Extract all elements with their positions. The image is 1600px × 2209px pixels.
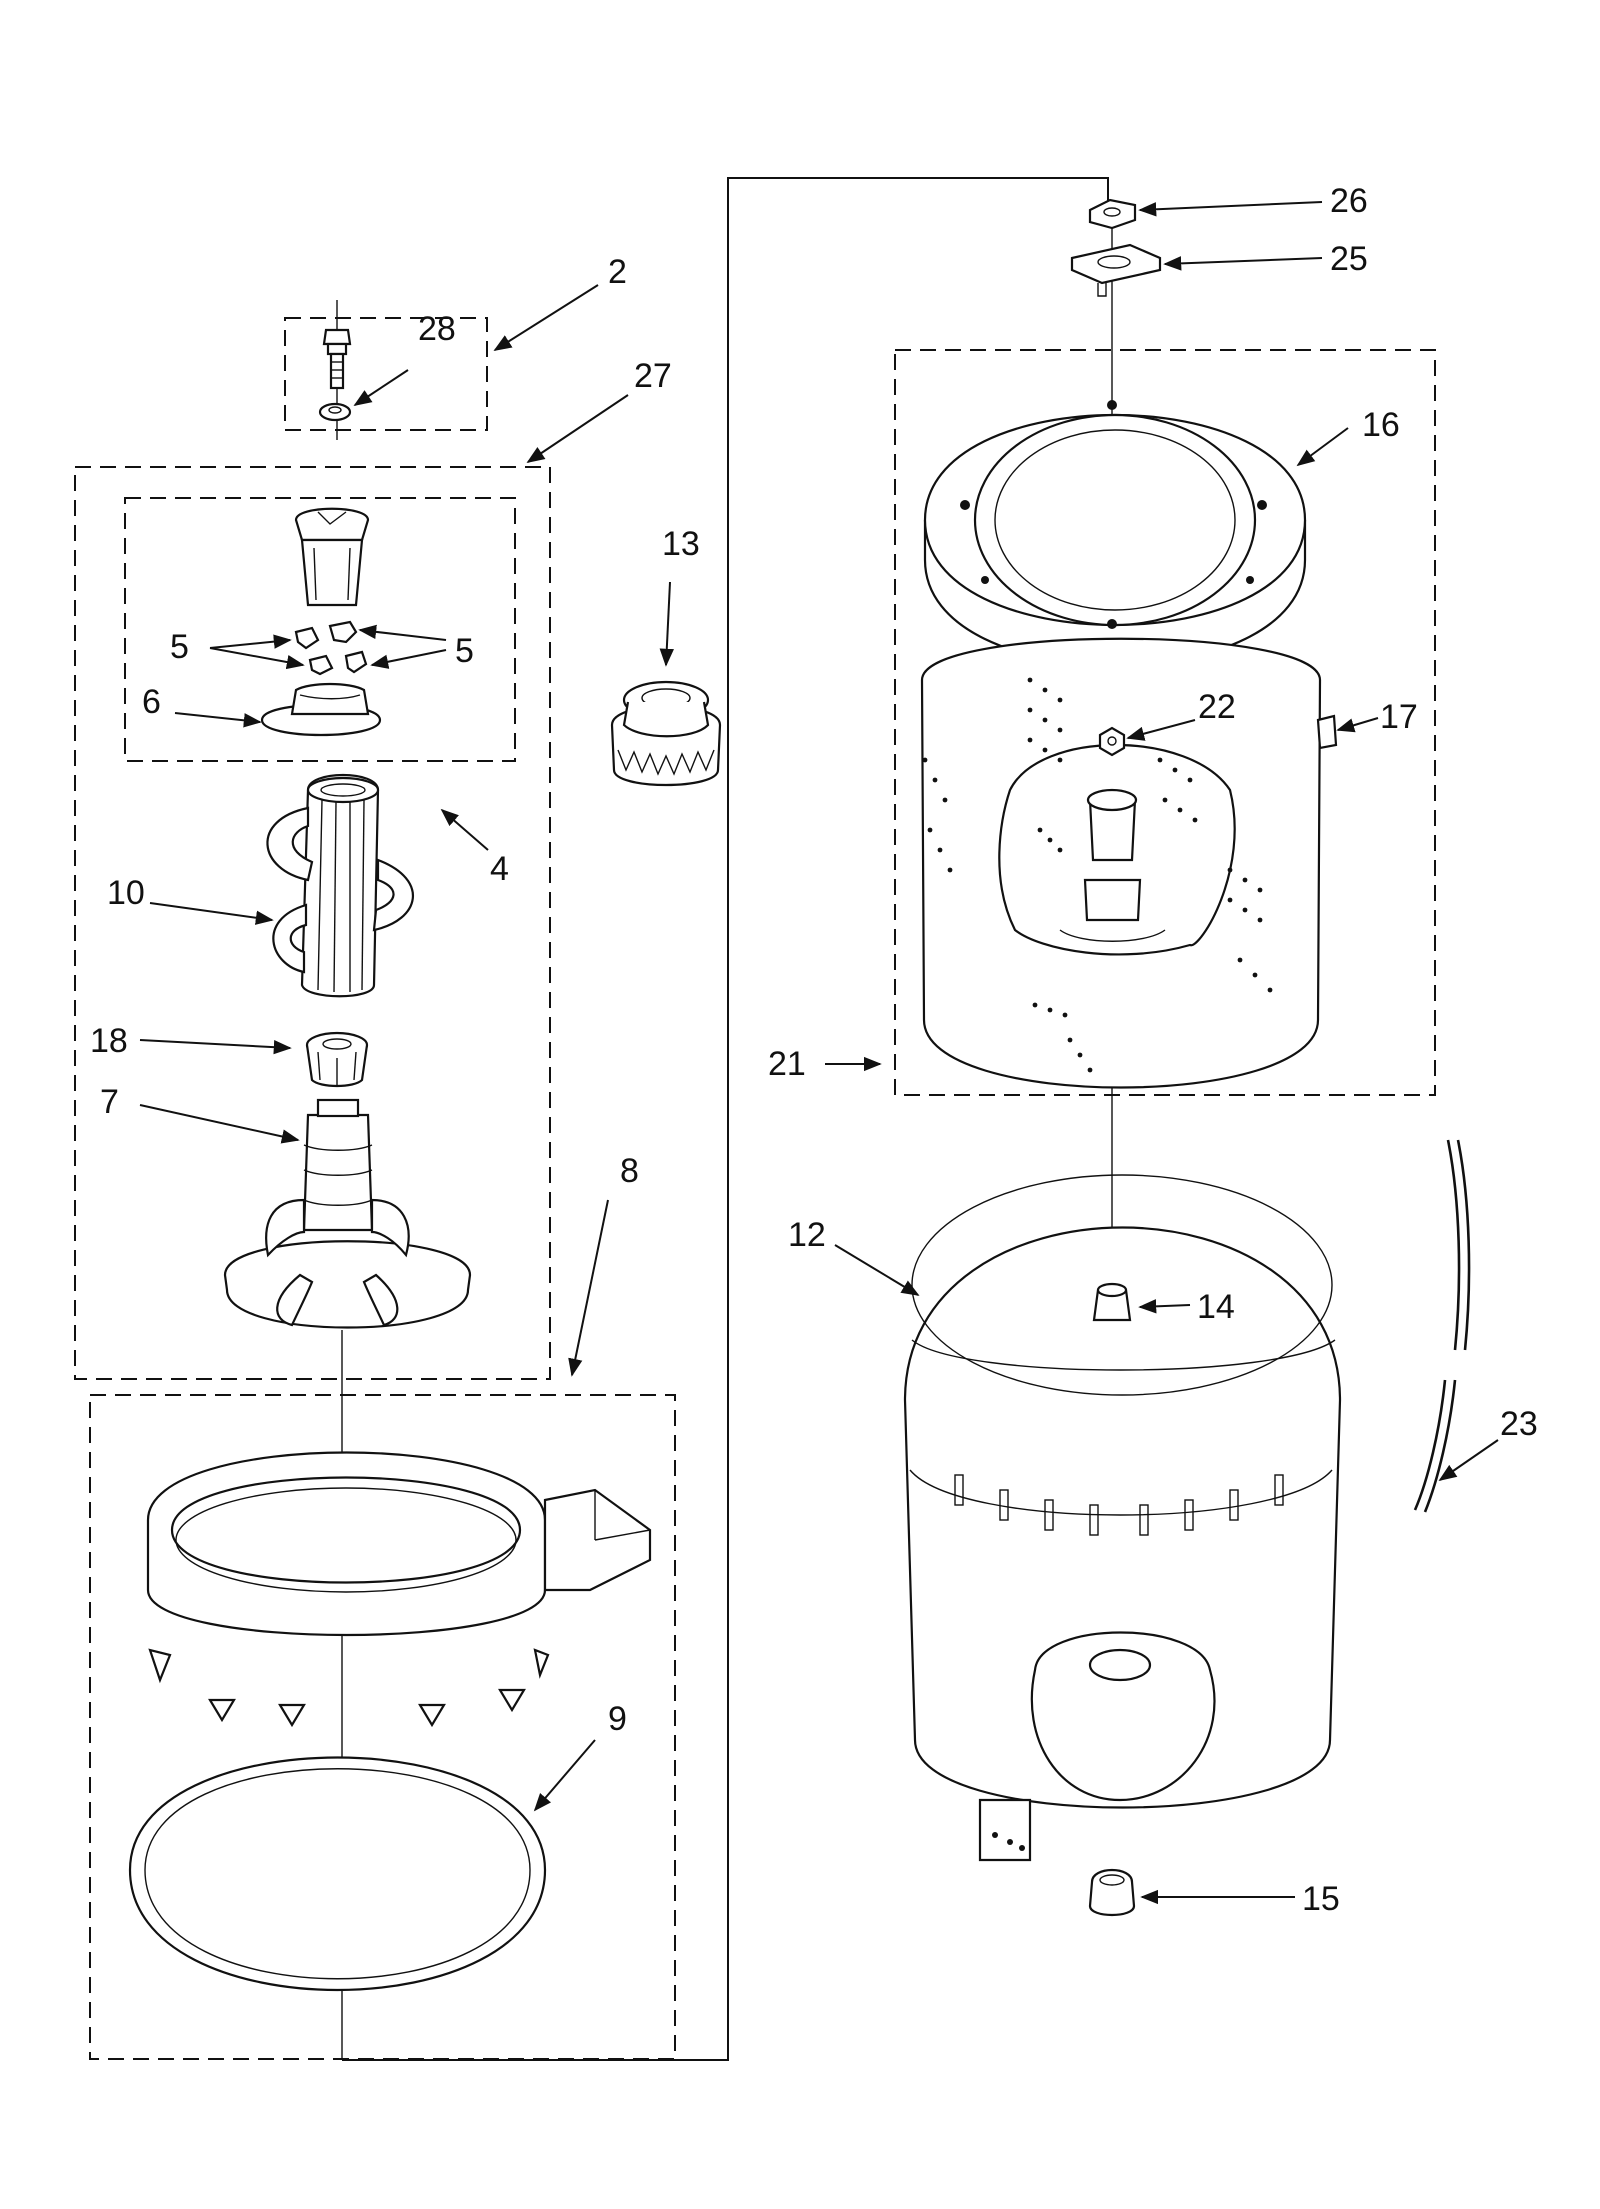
leader-lines [139,201,1499,1905]
callout-21: 21 [768,1045,806,1083]
callout-14: 14 [1197,1288,1235,1326]
washer-part[interactable] [318,402,352,422]
cam-housing-part[interactable] [260,682,382,737]
seal-part[interactable] [128,1756,547,1992]
callout-27: 27 [634,357,672,395]
callout-23: 23 [1500,1405,1538,1443]
coupling-part[interactable] [305,1031,369,1088]
bolt-part[interactable] [322,328,352,390]
callout-13: 13 [662,525,700,563]
callout-6: 6 [142,683,161,721]
tub-vents [954,1474,1284,1536]
callout-4: 4 [490,850,509,888]
group-box-2 [284,317,488,431]
tub-ring-part[interactable] [146,1451,652,1728]
hose-part[interactable] [1413,1139,1471,1513]
nut-part[interactable] [1088,198,1137,230]
callout-12: 12 [788,1216,826,1254]
connector-path [342,177,1109,2061]
agitator-base-part[interactable] [223,1098,472,1329]
group-box-21 [894,349,1436,1096]
callout-8: 8 [620,1152,639,1190]
callout-17: 17 [1380,698,1418,736]
dog-parts[interactable] [294,620,368,676]
callout-5-left: 5 [170,628,189,666]
basket-part[interactable] [920,637,1338,1089]
outer-tub-part[interactable] [903,1174,1342,1862]
group-box-8 [89,1394,676,2060]
callout-18: 18 [90,1022,128,1060]
callout-9: 9 [608,1700,627,1738]
callout-15: 15 [1302,1880,1340,1918]
callout-5-right: 5 [455,632,474,670]
callout-16: 16 [1362,406,1400,444]
callout-labels: 2 28 27 4 5 5 6 10 18 7 8 9 12 13 14 15 … [90,182,1538,1918]
balance-ring-part[interactable] [923,400,1307,667]
callout-7: 7 [100,1083,119,1121]
cap-part[interactable] [610,680,722,787]
callout-28: 28 [418,310,456,348]
callout-10: 10 [107,874,145,912]
hub-part[interactable] [1070,243,1162,297]
callout-25: 25 [1330,240,1368,278]
group-box-27 [74,466,551,1380]
basket-perforations [922,677,1273,1073]
callout-26: 26 [1330,182,1368,220]
auger-part[interactable] [266,774,415,998]
group-boxes [74,177,1436,2061]
callout-22: 22 [1198,688,1236,726]
drain-plug-part[interactable] [1088,1869,1136,1916]
bushing-part[interactable] [1092,1282,1132,1322]
agitator-cam-part[interactable] [294,507,370,607]
callout-2: 2 [608,253,627,291]
